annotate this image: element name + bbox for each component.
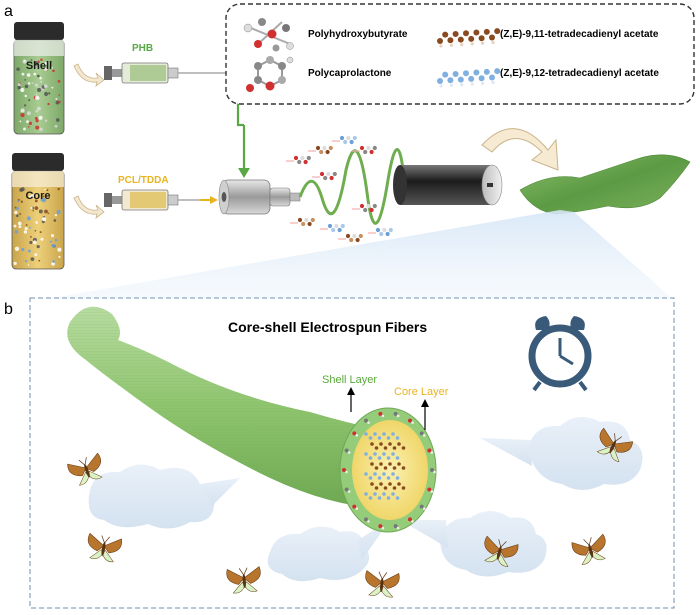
zoom-projection bbox=[40, 210, 674, 300]
core-pointer-head bbox=[421, 399, 429, 407]
pcl-tdda-label: PCL/TDDA bbox=[118, 175, 169, 186]
molecule-icon bbox=[338, 233, 363, 243]
core-shell-fiber bbox=[67, 306, 437, 533]
phb-label: PHB bbox=[132, 43, 153, 54]
legend-label-912: (Z,E)-9,12-tetradecadienyl acetate bbox=[500, 68, 659, 79]
feed-arrowhead bbox=[238, 168, 250, 178]
moth-icon bbox=[596, 427, 634, 463]
shell-vial: Shell bbox=[13, 22, 65, 135]
molecule-icon bbox=[332, 135, 357, 145]
curved-arrow-icon bbox=[73, 195, 105, 219]
panel-b-label: b bbox=[4, 301, 13, 318]
coaxial-nozzle bbox=[218, 179, 301, 215]
polycaprolactone-molecule-icon bbox=[246, 56, 294, 92]
pheromone-cloud bbox=[88, 464, 240, 529]
floating-molecules bbox=[286, 135, 393, 243]
molecule-icon bbox=[308, 145, 333, 155]
fiber-jet bbox=[298, 148, 406, 225]
moth-icon bbox=[67, 452, 103, 486]
collector-drum bbox=[393, 164, 503, 206]
core-vial: Core bbox=[11, 153, 65, 270]
shell-pointer-head bbox=[347, 387, 355, 395]
molecule-icon bbox=[286, 155, 311, 165]
pcl-tdda-syringe: PCL/TDDA bbox=[104, 175, 218, 211]
moth-icon bbox=[571, 533, 606, 565]
moth-icon bbox=[226, 566, 261, 594]
polyhydroxybutyrate-molecule-icon bbox=[243, 18, 294, 52]
molecule-icon bbox=[368, 227, 393, 237]
alarm-clock-icon bbox=[528, 316, 592, 392]
moth-icon bbox=[87, 532, 123, 563]
molecule-icon bbox=[312, 171, 337, 181]
panel-a-label: a bbox=[4, 3, 13, 20]
legend-label-911: (Z,E)-9,11-tetradecadienyl acetate bbox=[500, 29, 659, 40]
core-vial-label: Core bbox=[25, 190, 50, 202]
shell-layer-label: Shell Layer bbox=[322, 374, 377, 386]
tetradecadienyl-acetate-911-molecule-icon bbox=[437, 28, 501, 48]
moth-icon bbox=[484, 535, 519, 567]
encapsulated-molecules bbox=[342, 411, 436, 530]
molecule-icon bbox=[290, 217, 315, 227]
molecule-icon bbox=[352, 145, 377, 155]
legend-box: Polyhydroxybutyrate (Z,E)-9,11-tetradeca… bbox=[225, 3, 695, 105]
curved-arrow-icon bbox=[481, 128, 559, 171]
molecule-icon bbox=[352, 203, 377, 213]
molecule-icon bbox=[320, 223, 345, 233]
legend-label-phb: Polyhydroxybutyrate bbox=[308, 29, 408, 40]
fiber-title: Core-shell Electrospun Fibers bbox=[228, 319, 427, 335]
moth-icon bbox=[365, 570, 400, 598]
core-layer-label: Core Layer bbox=[394, 386, 449, 398]
pheromone-cloud bbox=[480, 416, 643, 490]
curved-arrow-icon bbox=[73, 63, 105, 87]
shell-vial-label: Shell bbox=[26, 60, 52, 72]
phb-syringe: PHB bbox=[104, 43, 238, 84]
tetradecadienyl-acetate-912-molecule-icon bbox=[437, 68, 501, 88]
legend-label-pcl: Polycaprolactone bbox=[308, 68, 392, 79]
